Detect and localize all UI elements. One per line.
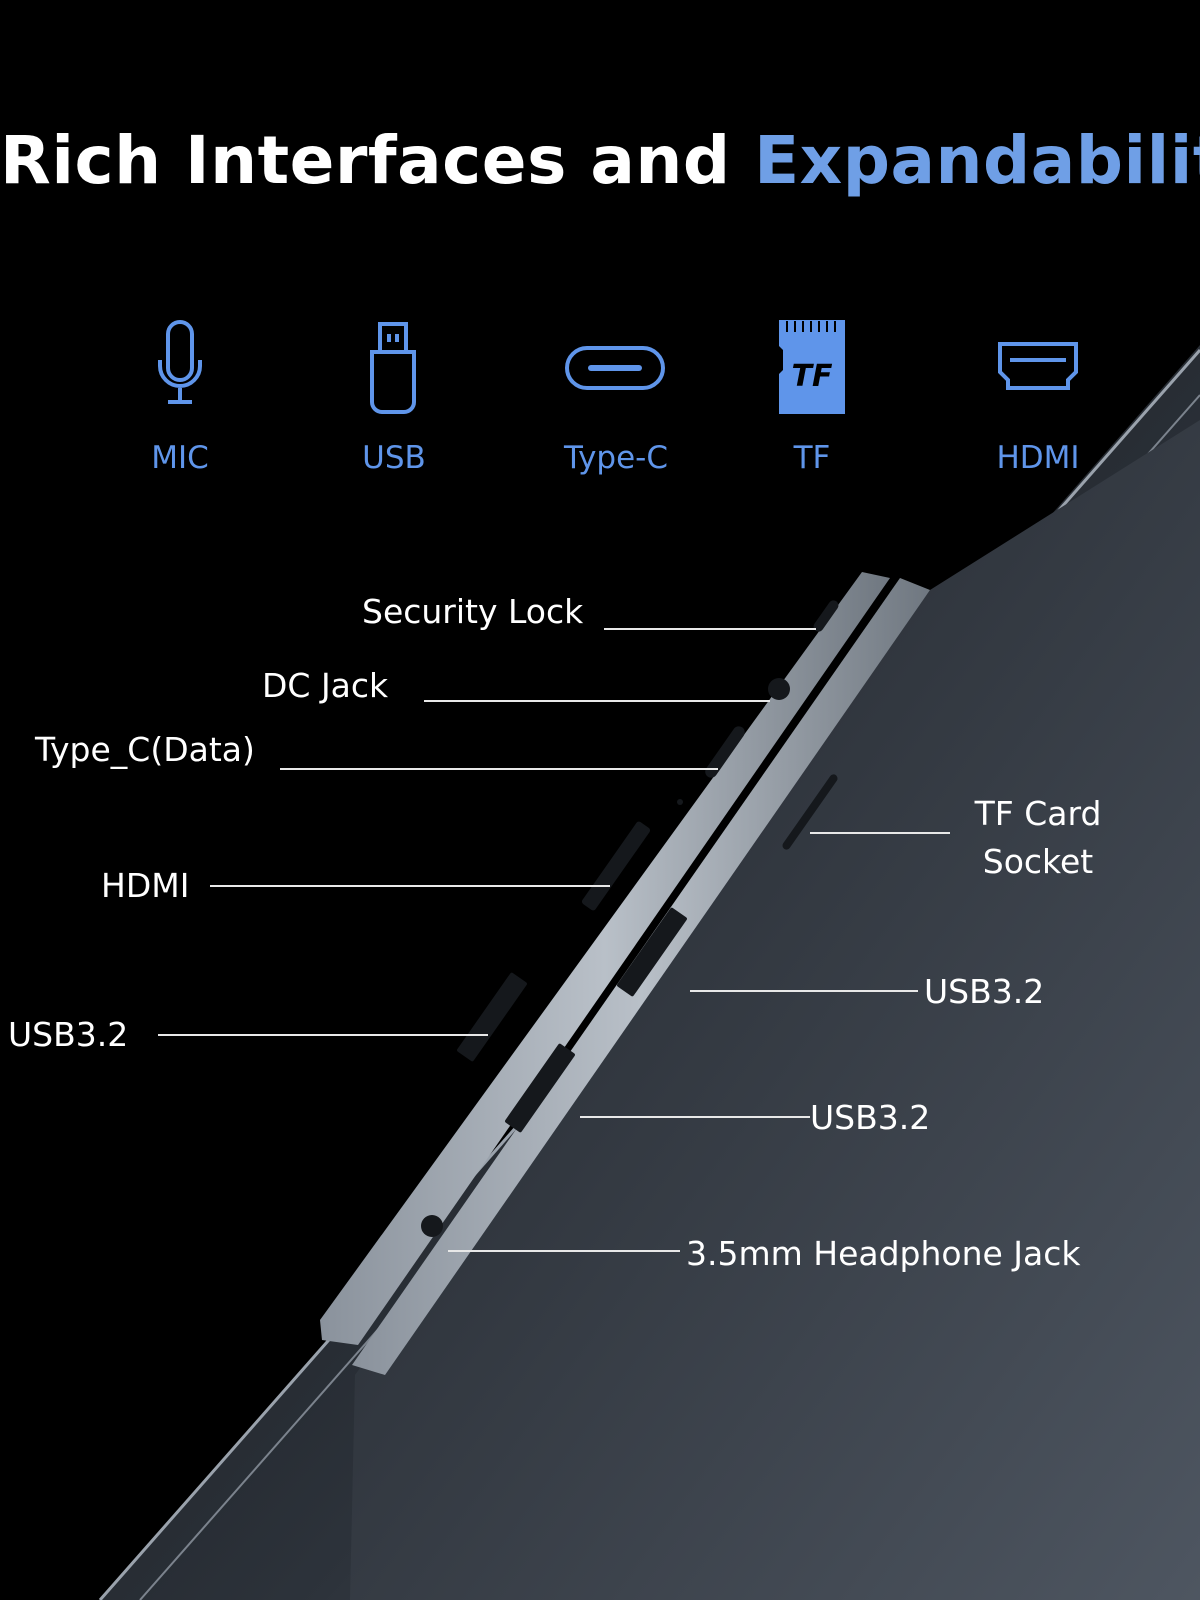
leader-line xyxy=(604,628,816,630)
callout-headphone-jack: 3.5mm Headphone Jack xyxy=(686,1234,1081,1273)
callout-line: TF Card xyxy=(974,794,1102,833)
feature-mic: MIC xyxy=(100,318,260,476)
tf-card-icon: TF xyxy=(779,320,845,414)
tf-icon-text: TF xyxy=(792,359,833,394)
feature-label: Type-C xyxy=(563,440,669,476)
usb-icon xyxy=(370,322,416,414)
feature-label: USB xyxy=(362,440,426,476)
leader-line xyxy=(210,885,610,887)
callout-security-lock: Security Lock xyxy=(362,592,584,631)
laptop-base xyxy=(350,420,1200,1600)
leader-line xyxy=(158,1034,488,1036)
port-strip-left xyxy=(320,572,890,1345)
leader-line xyxy=(448,1250,680,1252)
title-accent: Expandability xyxy=(754,122,1200,199)
callout-usb-left: USB3.2 xyxy=(8,1015,129,1054)
callout-dc-jack: DC Jack xyxy=(262,666,389,705)
feature-label: HDMI xyxy=(996,440,1080,476)
page-title: Rich Interfaces and Expandability xyxy=(0,122,1200,199)
leader-line xyxy=(280,768,718,770)
type-c-icon xyxy=(565,346,665,390)
feature-usb: USB xyxy=(314,318,474,476)
callout-line: Socket xyxy=(982,842,1094,881)
feature-label: MIC xyxy=(151,440,209,476)
leader-line xyxy=(690,990,918,992)
feature-hdmi: HDMI xyxy=(958,318,1118,476)
callout-type-c-data: Type_C(Data) xyxy=(35,730,255,769)
feature-label: TF xyxy=(793,440,831,476)
callout-hdmi: HDMI xyxy=(101,866,190,905)
callout-usb-right-upper: USB3.2 xyxy=(924,972,1045,1011)
title-main: Rich Interfaces and xyxy=(0,122,755,199)
leader-line xyxy=(424,700,770,702)
leader-line xyxy=(810,832,950,834)
feature-type-c: Type-C xyxy=(536,318,696,476)
hdmi-icon xyxy=(998,342,1078,390)
callout-usb-right-lower: USB3.2 xyxy=(810,1098,931,1137)
microphone-icon xyxy=(158,320,202,404)
leader-line xyxy=(580,1116,810,1118)
feature-tf: TF TF xyxy=(732,318,892,476)
